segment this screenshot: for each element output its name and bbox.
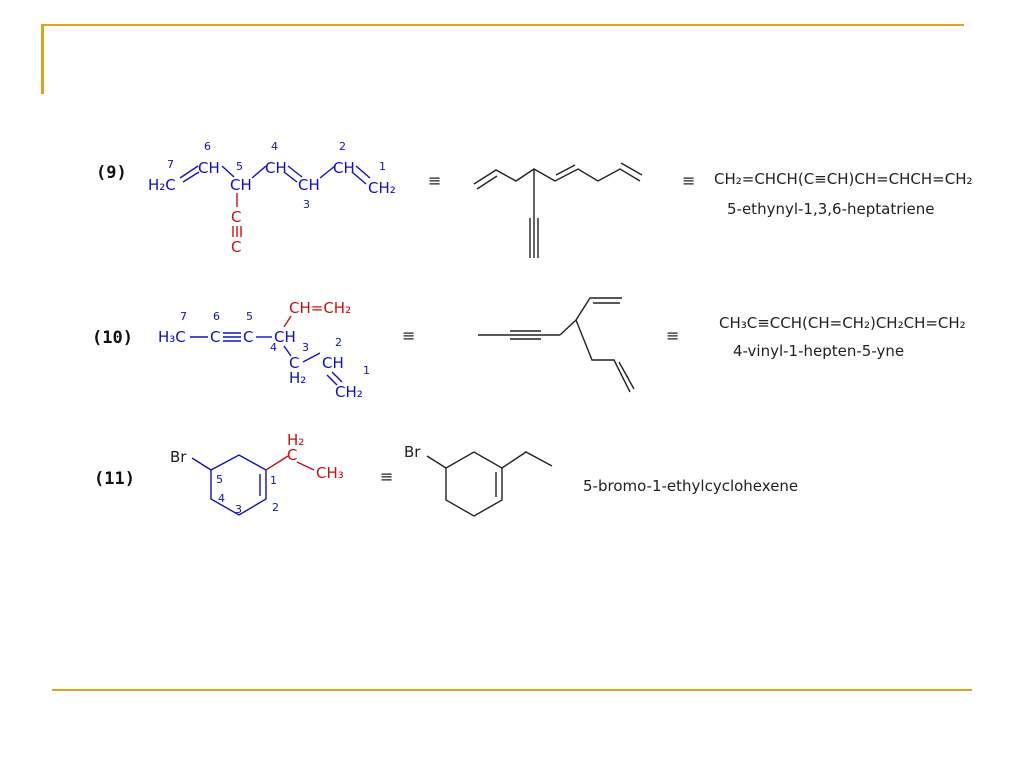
bond-6-5 bbox=[221, 165, 235, 178]
example-9-skeletal bbox=[473, 162, 643, 258]
example-10-label: (10) bbox=[92, 328, 133, 348]
locant-5: 5 bbox=[246, 310, 253, 323]
atom-br: Br bbox=[170, 448, 187, 466]
cyclohexene-ring bbox=[210, 454, 267, 516]
skeletal-double-1 bbox=[476, 175, 498, 190]
atom-ch-4: CH bbox=[265, 159, 287, 177]
bond-2-1-double bbox=[351, 171, 367, 185]
atom-c-3: C bbox=[289, 354, 299, 372]
bond-c-ch3 bbox=[296, 461, 315, 471]
locant-7: 7 bbox=[180, 310, 187, 323]
atom-ch-5: CH bbox=[230, 176, 252, 194]
bond-3-2 bbox=[302, 352, 321, 363]
atom-c: C bbox=[287, 446, 297, 464]
locant-1: 1 bbox=[379, 160, 386, 173]
atom-h2-3: H₂ bbox=[289, 369, 306, 387]
example-9-structure: 7 6 5 4 3 2 1 H₂C CH CH CH CH CH CH₂ bbox=[148, 140, 396, 211]
bond-2-1-double bbox=[326, 374, 338, 386]
skeletal-br-bond bbox=[426, 455, 447, 469]
example-10: (10) 7 6 5 4 3 2 1 H₃C C C CH C H₂ CH CH bbox=[92, 297, 966, 401]
atom-c-6: C bbox=[210, 328, 220, 346]
equiv-sign-1: ≡ bbox=[402, 326, 415, 345]
locant-5: 5 bbox=[236, 160, 243, 173]
atom-c-bottom: C bbox=[231, 238, 241, 256]
frame-bottom-line bbox=[52, 689, 972, 691]
example-10-structure: 7 6 5 4 3 2 1 H₃C C C CH C H₂ CH CH₂ bbox=[158, 310, 370, 401]
skeletal-br: Br bbox=[404, 443, 421, 461]
locant-4: 4 bbox=[270, 341, 277, 354]
locant-6: 6 bbox=[204, 140, 211, 153]
bond-4-3 bbox=[287, 165, 303, 178]
equiv-sign-2: ≡ bbox=[682, 171, 695, 190]
bond-4-3 bbox=[283, 345, 292, 357]
locant-3: 3 bbox=[235, 503, 242, 516]
locant-7: 7 bbox=[167, 158, 174, 171]
example-11-skeletal: Br bbox=[404, 443, 553, 517]
bond-7-6 bbox=[179, 165, 199, 179]
example-10-vinyl: CH=CH₂ bbox=[283, 299, 351, 328]
frame-vertical-line bbox=[41, 24, 44, 94]
locant-3: 3 bbox=[303, 198, 310, 211]
bond-4-vinyl bbox=[283, 315, 292, 328]
atom-c-5: C bbox=[243, 328, 253, 346]
locant-6: 6 bbox=[213, 310, 220, 323]
skeletal-double-3 bbox=[620, 162, 643, 176]
example-11-name: 5-bromo-1-ethylcyclohexene bbox=[583, 477, 798, 495]
locant-3: 3 bbox=[302, 341, 309, 354]
atom-vinyl: CH=CH₂ bbox=[289, 299, 351, 317]
example-10-skeletal bbox=[478, 297, 635, 393]
equiv-sign-2: ≡ bbox=[666, 326, 679, 345]
atom-ch3: CH₃ bbox=[316, 464, 344, 482]
skeletal-allyl-double bbox=[618, 361, 635, 390]
atom-ch-6: CH bbox=[198, 159, 220, 177]
example-9-ethynyl: C C bbox=[231, 193, 242, 256]
skeletal-double-2 bbox=[555, 164, 576, 176]
skeletal-allyl bbox=[575, 319, 631, 393]
atom-h2c: H₂C bbox=[148, 176, 176, 194]
bond-3-2 bbox=[319, 165, 336, 179]
atom-ch-2: CH bbox=[333, 159, 355, 177]
atom-h2: H₂ bbox=[287, 431, 304, 449]
example-11-ethyl: H₂ C CH₃ bbox=[265, 431, 344, 482]
equiv-sign-1: ≡ bbox=[428, 171, 441, 190]
example-9-name: 5-ethynyl-1,3,6-heptatriene bbox=[727, 200, 935, 218]
example-11-structure: Br 5 1 4 3 2 bbox=[170, 448, 279, 516]
locant-4: 4 bbox=[271, 140, 278, 153]
skeletal-vinyl bbox=[559, 297, 622, 336]
atom-h3c: H₃C bbox=[158, 328, 186, 346]
bond-5-4 bbox=[251, 165, 267, 179]
atom-ch2-1: CH₂ bbox=[335, 383, 363, 401]
atom-c-top: C bbox=[231, 208, 241, 226]
bond-4-3-double bbox=[283, 171, 298, 183]
example-11: (11) Br 5 1 4 3 2 H₂ C CH₃ ≡ Br 5-b bbox=[94, 431, 798, 517]
bond-2-1 bbox=[331, 371, 343, 383]
frame-top-line bbox=[41, 24, 964, 26]
example-11-label: (11) bbox=[94, 469, 135, 489]
atom-ch-3: CH bbox=[298, 176, 320, 194]
bond-2-1 bbox=[355, 165, 371, 179]
atom-ch-4: CH bbox=[274, 328, 296, 346]
skeletal-chain bbox=[473, 168, 641, 185]
locant-4: 4 bbox=[218, 492, 225, 505]
locant-2: 2 bbox=[335, 336, 342, 349]
locant-5: 5 bbox=[216, 473, 223, 486]
skeletal-ethyl bbox=[501, 451, 553, 469]
locant-2: 2 bbox=[272, 501, 279, 514]
bond-br bbox=[191, 457, 212, 471]
atom-ch-2: CH bbox=[322, 354, 344, 372]
locant-1: 1 bbox=[363, 364, 370, 377]
example-9-label: (9) bbox=[96, 163, 127, 183]
example-9-formula: CH₂=CHCH(C≡CH)CH=CHCH=CH₂ bbox=[714, 170, 973, 188]
bond-7-6-double bbox=[182, 171, 200, 183]
example-10-name: 4-vinyl-1-hepten-5-yne bbox=[733, 342, 904, 360]
atom-ch2-1: CH₂ bbox=[368, 179, 396, 197]
locant-1: 1 bbox=[270, 474, 277, 487]
skeletal-ring bbox=[445, 451, 503, 517]
bond-1-ethyl bbox=[265, 455, 289, 471]
equiv-sign: ≡ bbox=[380, 467, 393, 486]
locant-2: 2 bbox=[339, 140, 346, 153]
example-10-formula: CH₃C≡CCH(CH=CH₂)CH₂CH=CH₂ bbox=[719, 314, 966, 332]
example-9: (9) 7 6 5 4 3 2 1 H₂C CH CH CH CH CH CH₂ bbox=[96, 140, 973, 258]
